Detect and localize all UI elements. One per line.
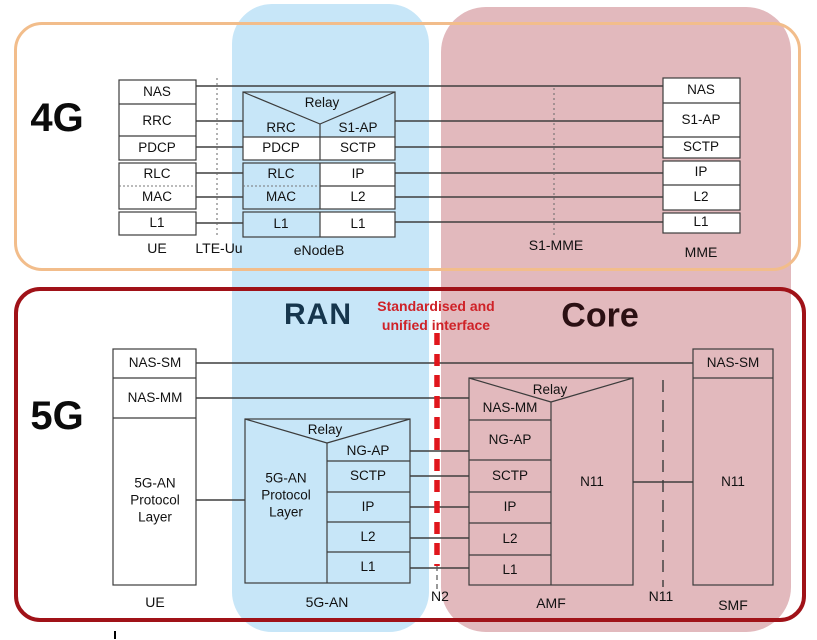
lte-ue-rlc: RLC bbox=[143, 166, 171, 182]
amf-label: AMF bbox=[536, 594, 566, 611]
gnb-l2: L2 bbox=[360, 529, 376, 545]
lte-ue-mac: MAC bbox=[142, 189, 172, 205]
lte-section-title: 4G bbox=[30, 96, 84, 140]
enodeb-rrc: RRC bbox=[266, 120, 296, 136]
smf-n11: N11 bbox=[721, 474, 745, 490]
amf-l1: L1 bbox=[502, 562, 518, 578]
nr-ue-an-line2: Protocol bbox=[130, 492, 180, 508]
nr-ue-an-line1: 5G-AN bbox=[134, 475, 176, 491]
s1-mme-label: S1-MME bbox=[528, 236, 584, 253]
gnb-sctp: SCTP bbox=[349, 468, 387, 484]
enodeb-s1ap: S1-AP bbox=[338, 120, 378, 136]
gnb-label: 5G-AN bbox=[305, 593, 349, 610]
gnb-ip: IP bbox=[361, 499, 375, 515]
mme-s1ap: S1-AP bbox=[681, 112, 721, 128]
nr-ue-an-protocol-layer: 5G-AN Protocol Layer bbox=[130, 475, 180, 526]
interface-note-line1: Standardised and bbox=[377, 297, 495, 314]
enodeb-ip: IP bbox=[351, 166, 365, 182]
nr-ue-nas-mm: NAS-MM bbox=[127, 390, 183, 406]
enodeb-label: eNodeB bbox=[293, 241, 345, 258]
gnb-an-line1: 5G-AN bbox=[265, 470, 307, 486]
nr-ue-label: UE bbox=[145, 593, 165, 610]
core-title: Core bbox=[561, 296, 639, 335]
gnb-relay: Relay bbox=[307, 422, 343, 438]
nr-ue-an-line3: Layer bbox=[138, 509, 172, 525]
nr-section-title: 5G bbox=[30, 394, 84, 438]
smf-label: SMF bbox=[718, 596, 748, 613]
enodeb-l1-right: L1 bbox=[350, 216, 366, 232]
gnb-an-line3: Layer bbox=[269, 504, 303, 520]
lte-ue-nas: NAS bbox=[143, 84, 171, 100]
ran-title: RAN bbox=[284, 297, 352, 331]
enodeb-rlc: RLC bbox=[267, 166, 295, 182]
lte-ue-label: UE bbox=[147, 239, 167, 256]
enodeb-l2: L2 bbox=[350, 189, 366, 205]
mme-ip: IP bbox=[694, 164, 708, 180]
n11-label: N11 bbox=[648, 587, 674, 604]
smf-nas-sm: NAS-SM bbox=[706, 355, 760, 371]
nr-section-frame bbox=[14, 287, 806, 622]
gnb-an-protocol-layer: 5G-AN Protocol Layer bbox=[261, 470, 311, 521]
amf-nas-mm: NAS-MM bbox=[482, 400, 538, 416]
enodeb-mac: MAC bbox=[266, 189, 296, 205]
mme-sctp: SCTP bbox=[682, 139, 720, 155]
amf-ngap: NG-AP bbox=[488, 432, 532, 448]
amf-relay: Relay bbox=[532, 382, 568, 398]
mme-nas: NAS bbox=[687, 82, 715, 98]
lte-uu-label: LTE-Uu bbox=[195, 239, 243, 256]
gnb-l1: L1 bbox=[360, 559, 376, 575]
lte-ue-pdcp: PDCP bbox=[138, 140, 176, 156]
n2-label: N2 bbox=[431, 587, 449, 604]
amf-ip: IP bbox=[503, 499, 517, 515]
stray-mark bbox=[114, 631, 116, 639]
enodeb-l1-left: L1 bbox=[273, 216, 289, 232]
amf-l2: L2 bbox=[502, 531, 518, 547]
enodeb-sctp: SCTP bbox=[339, 140, 377, 156]
enodeb-relay: Relay bbox=[304, 95, 340, 111]
mme-label: MME bbox=[684, 243, 718, 260]
lte-ue-l1: L1 bbox=[149, 215, 165, 231]
gnb-an-line2: Protocol bbox=[261, 487, 311, 503]
mme-l2: L2 bbox=[693, 189, 709, 205]
lte-ue-rrc: RRC bbox=[142, 113, 172, 129]
enodeb-pdcp: PDCP bbox=[262, 140, 300, 156]
amf-n11: N11 bbox=[580, 474, 604, 490]
lte-section-frame bbox=[14, 22, 801, 271]
nr-ue-nas-sm: NAS-SM bbox=[128, 355, 182, 371]
gnb-ngap: NG-AP bbox=[346, 443, 390, 459]
mme-l1: L1 bbox=[693, 214, 709, 230]
interface-note-line2: unified interface bbox=[381, 316, 491, 333]
amf-sctp: SCTP bbox=[491, 468, 529, 484]
